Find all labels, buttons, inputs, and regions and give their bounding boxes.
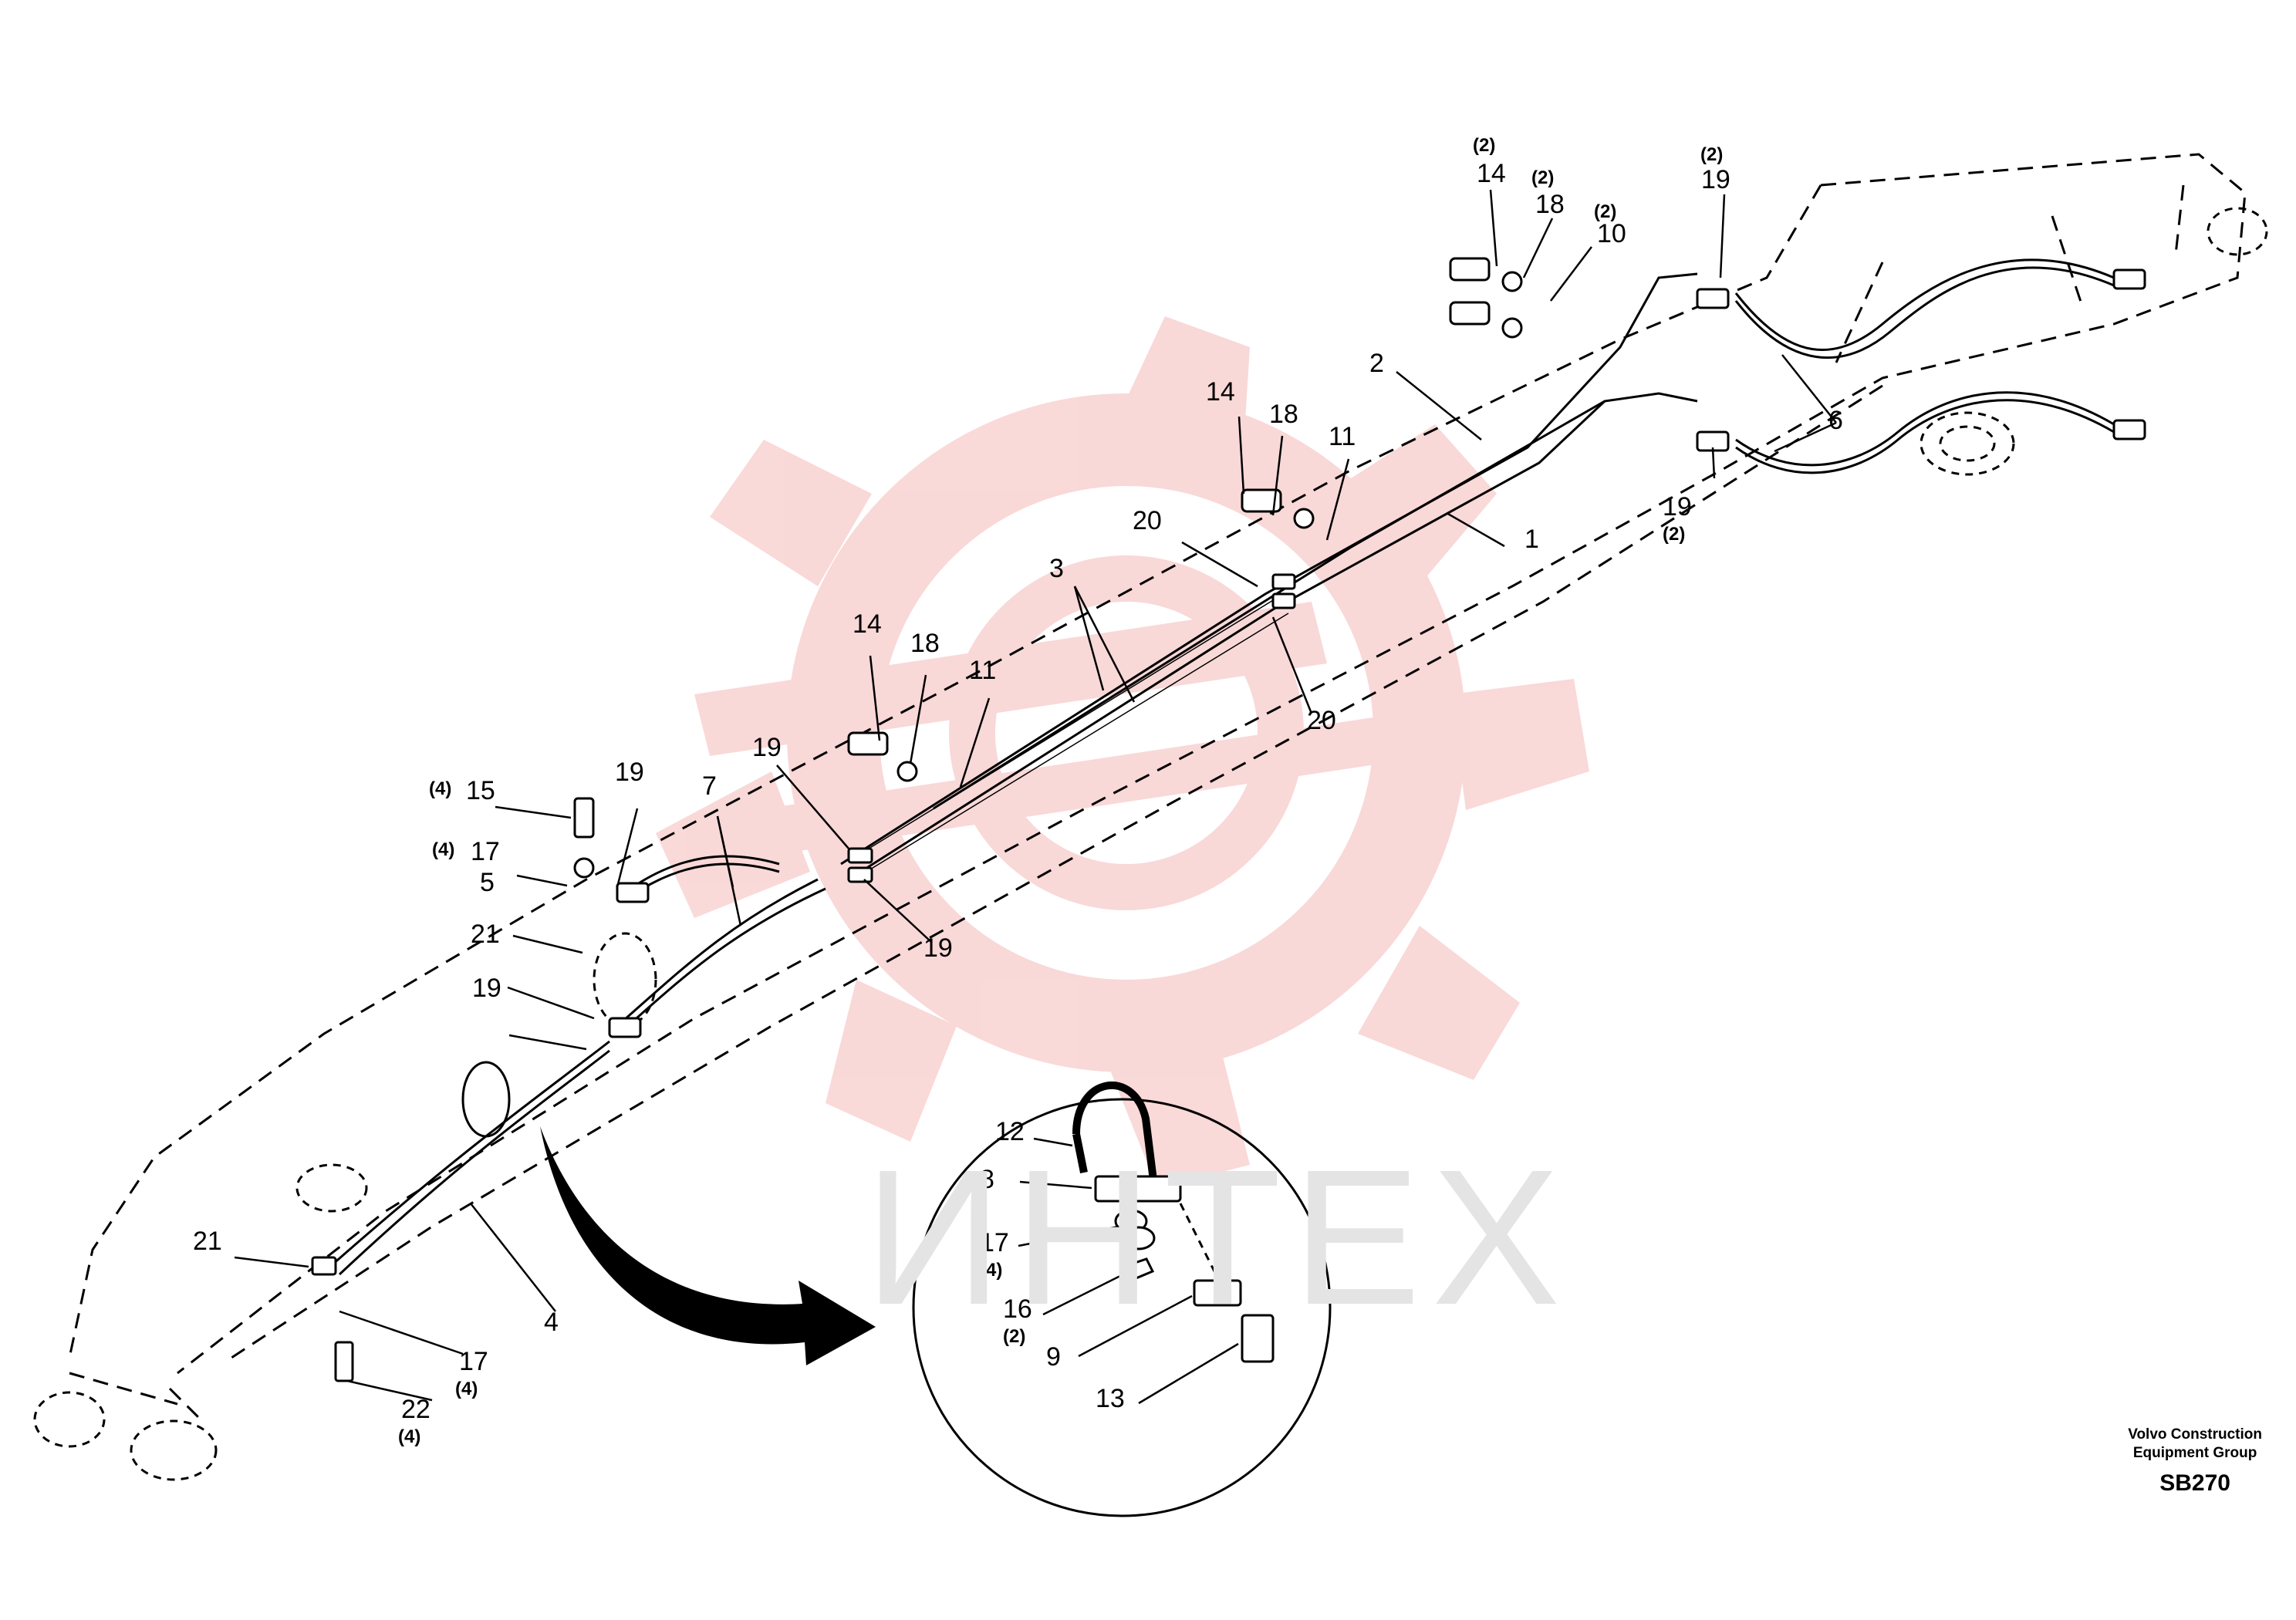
callout-18-mid: 18: [1269, 400, 1298, 429]
callout-14-mid: 14: [1206, 377, 1235, 407]
publisher-line-1: Volvo Construction: [2128, 1426, 2262, 1443]
callout-1: 1: [1524, 525, 1539, 554]
callout-14-top-qty: (2): [1473, 135, 1495, 156]
callout-9: 9: [1046, 1342, 1061, 1372]
leader-lines: [234, 189, 1837, 1405]
callout-22: 22: [401, 1395, 430, 1424]
callout-12: 12: [995, 1117, 1025, 1146]
callout-15-qty: (4): [429, 778, 451, 799]
callout-16-qty: (2): [1003, 1326, 1025, 1347]
callout-22-qty: (4): [398, 1426, 420, 1447]
callout-19-right: 19: [1663, 492, 1692, 521]
detail-arrow: [540, 1126, 876, 1365]
callout-19-a: 19: [752, 733, 782, 762]
callout-19-c: 19: [615, 758, 644, 787]
callout-4: 4: [544, 1308, 559, 1337]
callout-18-top-qty: (2): [1531, 167, 1554, 188]
callout-17-detail-qty: (4): [980, 1260, 1002, 1281]
callout-14-low: 14: [853, 609, 882, 639]
callout-19-b: 19: [923, 933, 953, 963]
callout-17-bottom: 17: [459, 1347, 488, 1376]
callout-3: 3: [1049, 554, 1064, 583]
callout-17-left: 17: [471, 837, 500, 866]
callout-21-lower: 21: [193, 1227, 222, 1256]
callout-10-qty: (2): [1594, 201, 1616, 222]
callout-16: 16: [1003, 1294, 1032, 1324]
callout-19-right-qty: (2): [1663, 524, 1685, 545]
watermark-text: ИНТЕХ: [864, 1129, 1572, 1345]
callout-6: 6: [1828, 406, 1843, 435]
callout-10: 10: [1597, 219, 1626, 248]
callout-19-top-qty: (2): [1700, 144, 1723, 165]
detail-parts: [1072, 1081, 1275, 1363]
callout-19-d: 19: [472, 974, 501, 1003]
callout-8: 8: [980, 1165, 994, 1194]
callout-5: 5: [480, 868, 495, 897]
detail-view-circle: [912, 1098, 1332, 1517]
boom-outline: [68, 153, 2247, 1421]
callout-2: 2: [1369, 349, 1384, 378]
callout-11-low: 11: [969, 656, 996, 685]
callout-labels: 14 (2) 18 (2) 10 (2) 19 (2) 2 6 1 19 (2)…: [193, 135, 1843, 1447]
callout-20-lower: 20: [1307, 706, 1336, 735]
watermark-gear-logo: [656, 316, 1589, 1188]
publisher-line-2: Equipment Group: [2132, 1445, 2257, 1461]
fittings: [311, 257, 2146, 1382]
callout-17-detail: 17: [980, 1228, 1009, 1257]
publisher-footer: Volvo Construction Equipment Group SB270: [2128, 1426, 2262, 1497]
callout-13: 13: [1096, 1384, 1125, 1413]
callout-18-low: 18: [910, 629, 940, 658]
callout-11-mid: 11: [1329, 422, 1356, 451]
callout-17-left-qty: (4): [432, 839, 454, 860]
callout-19-top: 19: [1701, 165, 1730, 194]
callout-18-top: 18: [1535, 190, 1565, 219]
callout-17-bottom-qty: (4): [455, 1379, 478, 1399]
callout-21-upper: 21: [471, 920, 500, 949]
callout-15: 15: [466, 776, 495, 805]
callout-20-upper: 20: [1133, 506, 1162, 535]
hydraulic-lines: [331, 258, 2115, 1276]
callout-7: 7: [702, 771, 717, 801]
diagram-code: SB270: [2159, 1470, 2230, 1496]
callout-14-top: 14: [1477, 159, 1506, 188]
